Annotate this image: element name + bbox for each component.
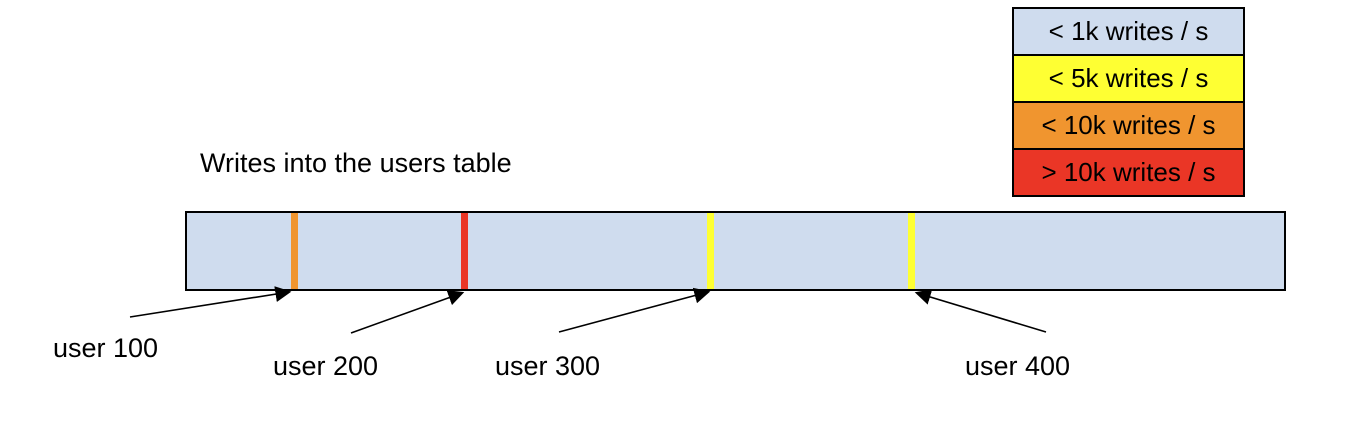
legend: < 1k writes / s < 5k writes / s < 10k wr… <box>1012 7 1245 197</box>
hotspot-stripe-user-200 <box>461 213 468 289</box>
legend-item-gt-10k: > 10k writes / s <box>1014 150 1243 195</box>
hotspot-stripe-user-400 <box>908 213 915 289</box>
hotspot-stripe-user-100 <box>291 213 298 289</box>
hotspot-stripe-user-300 <box>707 213 714 289</box>
marker-label-user-300: user 300 <box>495 351 601 381</box>
marker-label-user-100: user 100 <box>53 333 159 363</box>
legend-item-lt-1k: < 1k writes / s <box>1014 9 1243 56</box>
users-table-bar <box>185 211 1286 291</box>
diagram-title: Writes into the users table <box>200 148 512 178</box>
legend-item-lt-5k: < 5k writes / s <box>1014 56 1243 103</box>
marker-label-user-200: user 200 <box>273 351 379 381</box>
arrow-user-300 <box>558 287 711 333</box>
arrow-user-400 <box>914 289 1047 333</box>
arrow-user-100 <box>129 286 292 318</box>
arrow-user-200 <box>350 290 465 334</box>
marker-label-user-400: user 400 <box>965 351 1071 381</box>
legend-item-lt-10k: < 10k writes / s <box>1014 103 1243 150</box>
